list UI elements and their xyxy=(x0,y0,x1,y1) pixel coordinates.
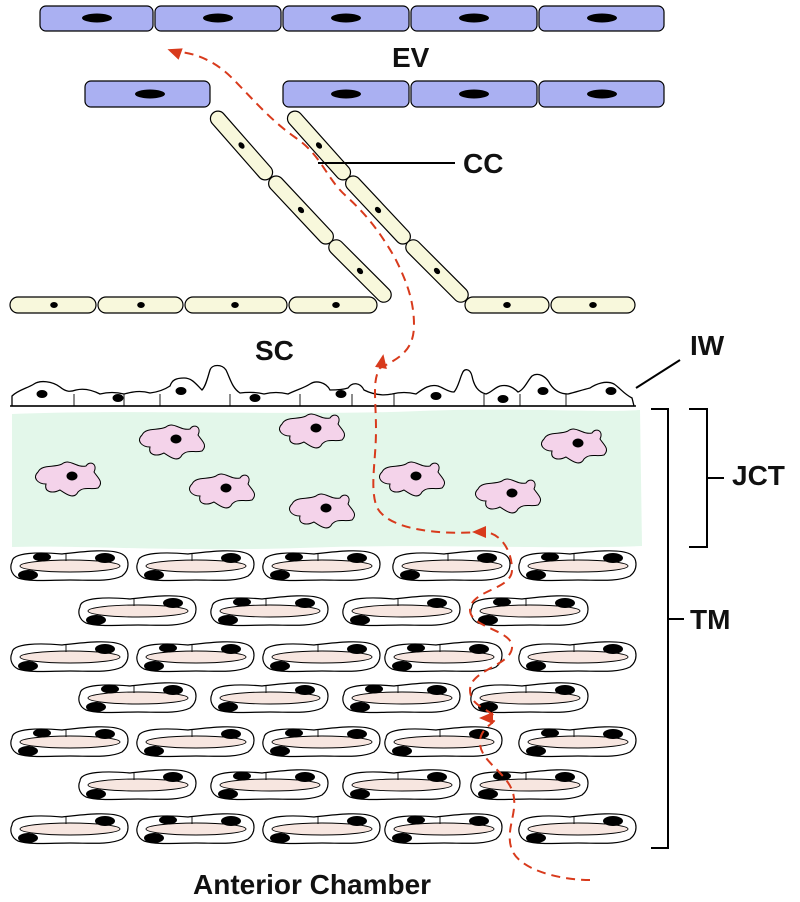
trabecular-beam xyxy=(470,769,589,801)
trabecular-beam xyxy=(262,550,381,582)
jct-cell xyxy=(289,493,355,529)
tm-label: TM xyxy=(690,604,731,635)
cell-nucleus xyxy=(335,390,347,398)
cell-nucleus xyxy=(331,13,361,23)
jct-cell xyxy=(279,413,345,449)
inner-wall-endothelium xyxy=(11,364,635,407)
trabecular-beam xyxy=(384,641,503,673)
iw-label: IW xyxy=(690,330,725,361)
collector-channel-cell xyxy=(268,175,334,245)
trabecular-beam xyxy=(210,682,329,714)
collector-channel-cell xyxy=(286,110,352,181)
trabecular-beam xyxy=(518,813,637,845)
outflow-arrowhead xyxy=(472,526,486,538)
jct-cell xyxy=(139,424,205,460)
cell-nucleus xyxy=(587,89,617,99)
outflow-arrowhead xyxy=(167,48,183,60)
cell-nucleus xyxy=(537,387,549,395)
cell-nucleus xyxy=(589,302,597,308)
anterior-chamber-label: Anterior Chamber xyxy=(193,869,432,900)
trabecular-beam xyxy=(78,682,197,714)
trabecular-beam xyxy=(384,813,503,845)
episcleral-vein-layer xyxy=(39,5,665,108)
sc-label: SC xyxy=(255,335,294,366)
outflow-arrowhead xyxy=(479,712,493,724)
jct-cell xyxy=(189,473,255,509)
cell-nucleus xyxy=(459,13,489,23)
trabecular-beam xyxy=(78,769,197,801)
trabecular-beam xyxy=(136,641,255,673)
trabecular-beam xyxy=(342,682,461,714)
cell-nucleus xyxy=(36,390,48,398)
jct-cell xyxy=(475,478,541,514)
trabecular-beam xyxy=(342,769,461,801)
cell-nucleus xyxy=(82,13,112,23)
cell-nucleus xyxy=(203,13,233,23)
trabecular-beam xyxy=(262,641,381,673)
cell-nucleus xyxy=(605,387,617,395)
cell-nucleus xyxy=(587,13,617,23)
trabecular-beam xyxy=(10,550,129,582)
cell-nucleus xyxy=(430,392,442,400)
ev-label: EV xyxy=(392,42,430,73)
trabecular-beam xyxy=(136,726,255,758)
trabecular-beam xyxy=(262,813,381,845)
trabecular-beam xyxy=(210,769,329,801)
trabecular-beam xyxy=(10,641,129,673)
iw-leader-line xyxy=(635,359,681,389)
cell-nucleus xyxy=(249,394,261,402)
jct-cell xyxy=(379,461,445,497)
trabecular-beam xyxy=(262,726,381,758)
trabecular-beam xyxy=(518,726,637,758)
trabecular-beam xyxy=(78,595,197,627)
jct-label: JCT xyxy=(732,460,785,491)
cell-nucleus xyxy=(503,302,511,308)
trabecular-beam xyxy=(384,726,503,758)
trabecular-beam xyxy=(10,726,129,758)
cell-nucleus xyxy=(135,89,165,99)
jct-cell xyxy=(541,428,607,464)
inner-wall-layer xyxy=(10,364,636,407)
aqueous-outflow-path xyxy=(167,48,591,881)
collector-channel-cell xyxy=(405,239,469,303)
tm-bracket xyxy=(651,408,684,849)
cell-nucleus xyxy=(459,89,489,99)
cell-nucleus xyxy=(231,302,239,308)
trabecular-beam xyxy=(518,550,637,582)
jct-cell xyxy=(35,461,101,497)
cell-nucleus xyxy=(497,395,509,403)
leader-lines-and-brackets xyxy=(318,162,724,849)
cell-nucleus xyxy=(112,394,124,402)
jct-bracket xyxy=(689,408,724,548)
outflow-arrowhead xyxy=(375,354,387,369)
trabecular-beam xyxy=(136,550,255,582)
cell-nucleus xyxy=(332,302,340,308)
trabecular-beam xyxy=(136,813,255,845)
collector-channel-layer xyxy=(209,110,469,303)
collector-channel-cell xyxy=(209,110,274,181)
cell-nucleus xyxy=(50,302,58,308)
collector-channel-cell xyxy=(345,175,411,245)
cell-nucleus xyxy=(175,387,187,395)
cell-nucleus xyxy=(331,89,361,99)
trabecular-beam xyxy=(518,641,637,673)
schlemm-canal-endothelium-layer xyxy=(9,296,636,314)
trabecular-beam xyxy=(470,682,589,714)
cell-nucleus xyxy=(137,302,145,308)
trabecular-beam xyxy=(470,595,589,627)
cc-label: CC xyxy=(463,148,504,179)
trabecular-beam xyxy=(210,595,329,627)
juxtacanalicular-layer xyxy=(12,409,642,550)
collector-channel-cell xyxy=(328,239,392,303)
trabecular-beam xyxy=(342,595,461,627)
trabecular-beam xyxy=(392,550,511,582)
trabecular-meshwork-layer xyxy=(10,550,637,845)
trabecular-beam xyxy=(10,813,129,845)
